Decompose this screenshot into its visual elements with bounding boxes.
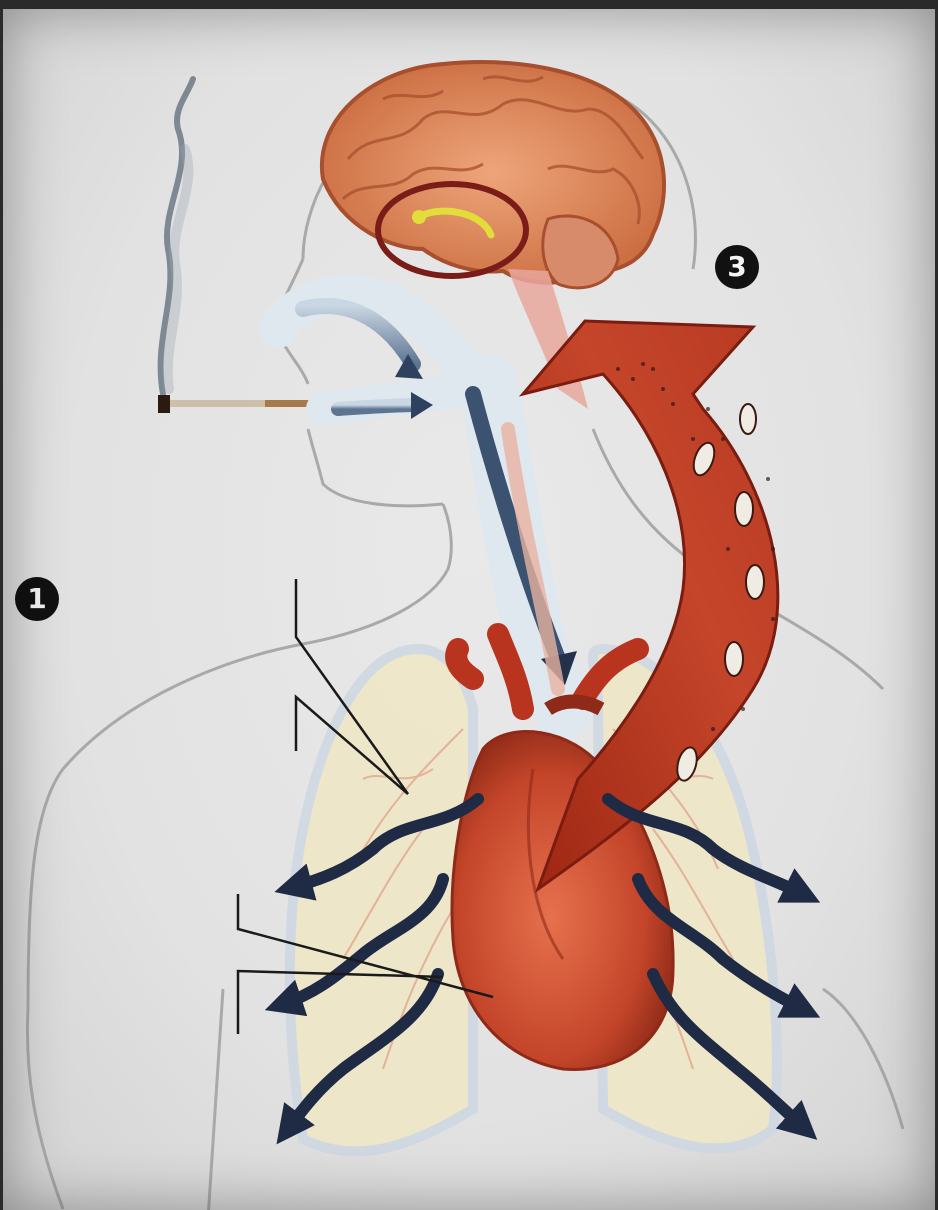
anatomy-illustration [3, 9, 938, 1210]
step-marker-1: 1 [15, 577, 59, 621]
step-marker-3: 3 [715, 245, 759, 289]
step-marker-3-label: 3 [727, 250, 746, 283]
step-marker-1-label: 1 [27, 582, 46, 615]
smoke-icon [161, 79, 193, 394]
cigarette-icon [158, 395, 315, 413]
